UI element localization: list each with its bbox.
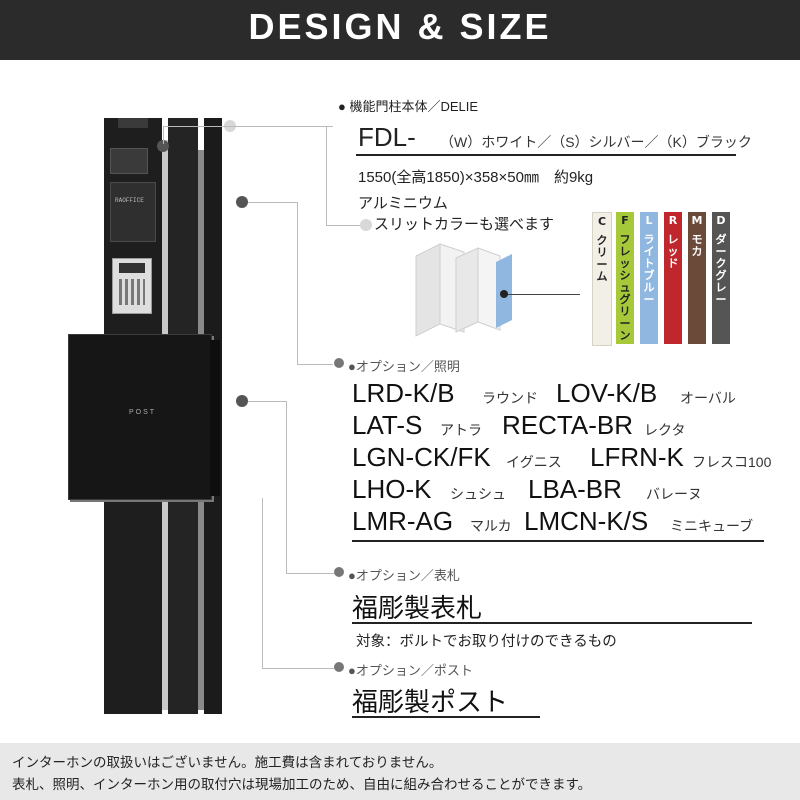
- interphone-camera: [119, 263, 145, 273]
- lighting-name: フレスコ100: [692, 454, 772, 470]
- leader-line: [286, 401, 287, 573]
- product-heading: ● 機能門柱本体／DELIE: [338, 99, 479, 114]
- lighting-code: RECTA-BR: [502, 410, 633, 440]
- swatch-fresh-green: F フレッシュグリーン: [616, 212, 634, 344]
- lighting-code: LOV-K/B: [556, 378, 658, 408]
- lighting-code: LFRN-K: [590, 442, 684, 472]
- footer-line-2: 表札、照明、インターホン用の取付穴は現場加工のため、自由に組み合わせることができ…: [12, 777, 592, 792]
- lighting-name: ミニキューブ: [670, 518, 754, 534]
- swatch-mocha: M モカ: [688, 212, 706, 344]
- divider: [352, 622, 752, 624]
- leader-line: [297, 364, 333, 365]
- model-prefix: FDL-: [358, 122, 416, 152]
- leader-dot-nameplate: [236, 395, 248, 407]
- pillar-light-fixture: [110, 148, 148, 174]
- leader-line: [262, 498, 263, 668]
- color-codes: （W）ホワイト／（S）シルバー／（K）ブラック: [440, 134, 752, 150]
- nameplate-note: 対象：ボルトでお取り付けのできるもの: [356, 634, 617, 650]
- postbox-label: POST: [129, 409, 157, 416]
- pillar-postbox: POST: [68, 334, 212, 500]
- lighting-name: イグニス: [506, 454, 562, 470]
- leader-dot-lighting: [236, 196, 248, 208]
- slit-note: スリットカラーも選べます: [374, 216, 555, 233]
- lighting-code: LGN-CK/FK: [352, 442, 491, 472]
- page-title: DESIGN & SIZE: [220, 4, 580, 50]
- lighting-code: LAT-S: [352, 410, 423, 440]
- bullet-dot: [334, 358, 344, 368]
- footer-notes: インターホンの取扱いはございません。施工費は含まれておりません。 表札、照明、イ…: [0, 743, 800, 800]
- lighting-name: シュシュ: [450, 486, 506, 502]
- nameplate-heading: ●オプション／表札: [348, 568, 460, 583]
- lighting-code: LBA-BR: [528, 474, 622, 504]
- swatch-light-blue: L ライトブルー: [640, 212, 658, 344]
- sample-leader-line: [506, 294, 580, 295]
- lighting-name: レクタ: [644, 422, 686, 438]
- dimensions: 1550(全高1850)×358×50㎜ 約9kg: [358, 169, 594, 186]
- post-heading: ●オプション／ポスト: [348, 663, 473, 678]
- leader-line: [326, 225, 366, 226]
- pillar-interphone: [112, 258, 152, 314]
- divider: [352, 540, 764, 542]
- swatch-dark-gray: D ダークグレー: [712, 212, 730, 344]
- material: アルミニウム: [358, 195, 448, 212]
- lighting-name: オーバル: [680, 390, 736, 406]
- divider: [352, 716, 540, 718]
- leader-line: [286, 573, 334, 574]
- leader-line: [297, 202, 298, 364]
- leader-line: [326, 126, 327, 226]
- sample-leader-dot: [500, 290, 508, 298]
- lighting-code: LRD-K/B: [352, 378, 455, 408]
- bullet-dot-slit: [360, 219, 372, 231]
- divider: [356, 154, 736, 156]
- slit-color-sample: [415, 243, 512, 337]
- leader-line: [248, 401, 286, 402]
- lighting-name: マルカ: [470, 518, 512, 534]
- lighting-name: バレーヌ: [646, 486, 702, 502]
- leader-line: [262, 668, 334, 669]
- swatch-red: R レッド: [664, 212, 682, 344]
- nameplate-text: RAOFFICE: [115, 197, 144, 204]
- post-title: 福彫製ポスト: [352, 687, 509, 717]
- lighting-heading: ●オプション／照明: [348, 359, 460, 374]
- lighting-code: LMCN-K/S: [524, 506, 649, 536]
- bullet-dot: [334, 662, 344, 672]
- leader-line: [248, 202, 298, 203]
- lighting-code: LHO-K: [352, 474, 432, 504]
- lighting-code: LMR-AG: [352, 506, 454, 536]
- footer-line-1: インターホンの取扱いはございません。施工費は含まれておりません。: [12, 755, 443, 770]
- interphone-speaker: [119, 279, 145, 305]
- bullet-dot: [334, 567, 344, 577]
- leader-line: [236, 126, 326, 127]
- nameplate-title: 福彫製表札: [352, 593, 483, 623]
- lighting-name: ラウンド: [482, 390, 538, 406]
- lighting-name: アトラ: [440, 422, 482, 438]
- leader-line: [163, 126, 164, 144]
- pillar-nameplate: RAOFFICE: [110, 182, 156, 242]
- postbox-side: [210, 340, 220, 496]
- swatch-cream: C クリーム: [592, 212, 612, 346]
- leader-dot-light: [157, 140, 169, 152]
